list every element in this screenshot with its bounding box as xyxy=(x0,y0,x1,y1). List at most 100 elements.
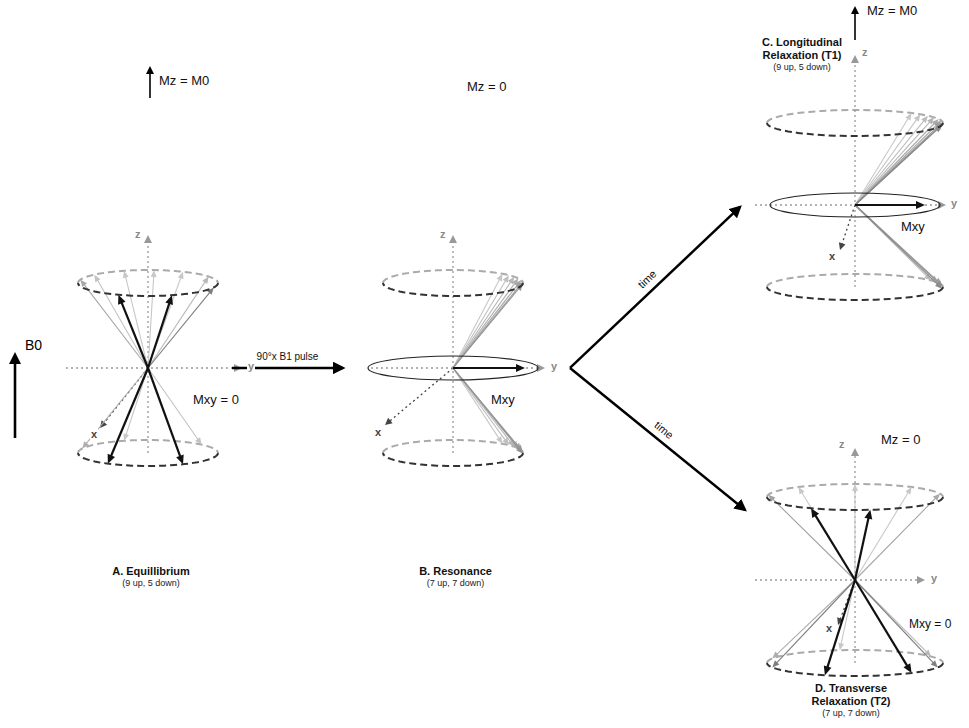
arrow-head xyxy=(921,116,928,123)
axis-label: x xyxy=(825,622,833,634)
arrow-head xyxy=(864,510,872,520)
z-axis xyxy=(854,61,855,287)
spin-vector xyxy=(776,580,855,663)
arrow-head xyxy=(9,352,21,364)
arrow-head xyxy=(151,270,157,277)
transverse-plane xyxy=(368,356,538,380)
field-arrows xyxy=(9,6,859,438)
panel-region: D. Transverse Relaxation (T2)(7 up, 7 do… xyxy=(745,430,965,725)
spin-cone xyxy=(755,448,943,676)
mz-arrow xyxy=(854,12,856,40)
spin-count: (9 up, 5 down) xyxy=(750,62,854,74)
vector-label: Mxy = 0 xyxy=(192,393,240,407)
cone-rim-front xyxy=(383,283,523,296)
arrow-head xyxy=(839,242,846,250)
y-axis xyxy=(755,204,940,205)
axis-label: y xyxy=(950,197,958,209)
spin-count: (7 up, 7 down) xyxy=(795,708,907,720)
process-arrow xyxy=(232,367,343,370)
cone-rim-front xyxy=(78,283,218,296)
arrow-head xyxy=(851,6,859,14)
arrow-head xyxy=(851,448,859,456)
arrow-head xyxy=(924,649,931,656)
arrow-head xyxy=(497,274,503,282)
arrow-head xyxy=(935,282,942,289)
arrow-head xyxy=(146,66,154,74)
axis-label: x xyxy=(828,250,836,262)
arrow-head xyxy=(449,235,457,243)
vector-label: Mz = M0 xyxy=(866,4,918,18)
arrow-head xyxy=(903,663,911,673)
cone-rim-front xyxy=(767,663,943,676)
spin-vector xyxy=(855,119,917,205)
spin-vector xyxy=(148,277,181,368)
spin-vector xyxy=(453,281,511,368)
mxy-vector xyxy=(855,204,918,206)
arrow-head xyxy=(917,576,925,584)
panel-region: A. Equillibrium(9 up, 5 down) xyxy=(72,60,232,605)
spin-count: (9 up, 5 down) xyxy=(72,578,230,590)
arrow-head xyxy=(178,272,184,280)
b0-arrow xyxy=(14,362,17,438)
panel-caption: C. Longitudinal Relaxation (T1)(9 up, 5 … xyxy=(750,36,854,74)
axis-label: x xyxy=(90,428,98,440)
arrow-head xyxy=(516,364,525,372)
arrow-head xyxy=(938,201,946,209)
spin-vector xyxy=(148,302,170,368)
arrow-head xyxy=(916,201,925,209)
spin-vector xyxy=(148,292,210,368)
axis-label: z xyxy=(439,228,447,240)
arrow-head xyxy=(927,117,934,124)
arrow-head xyxy=(195,437,201,444)
spin-vector xyxy=(815,514,855,580)
arrow-head xyxy=(851,55,859,63)
arrow-head xyxy=(118,295,125,305)
vector-label: Mz = 0 xyxy=(880,433,921,447)
axis-label: x xyxy=(374,426,382,438)
arrow-label: time xyxy=(651,418,678,443)
vector-label: Mz = M0 xyxy=(158,74,210,88)
axis-label: y xyxy=(550,360,558,372)
spin-vector xyxy=(111,368,148,457)
x-axis xyxy=(389,368,453,421)
arrow-head xyxy=(852,484,858,491)
spin-vector xyxy=(855,580,934,663)
cone-rim-front xyxy=(767,497,943,510)
arrow-label: 90°x B1 pulse xyxy=(255,350,321,361)
cone-rim-front xyxy=(767,123,943,136)
arrow-head xyxy=(108,454,115,464)
spin-vector xyxy=(148,368,198,440)
panel-title: D. Transverse Relaxation (T2) xyxy=(795,682,907,708)
mz-arrow xyxy=(149,72,151,98)
arrow-head xyxy=(914,114,921,121)
axis-label: y xyxy=(247,360,255,372)
spin-vector xyxy=(121,301,148,368)
panel-region: B. Resonance(7 up, 7 down) xyxy=(343,60,570,605)
panel-title: A. Equillibrium xyxy=(72,565,230,578)
arrow-head xyxy=(165,295,173,305)
panel-title: B. Resonance xyxy=(343,565,568,578)
process-arrow xyxy=(570,207,740,368)
transverse-plane xyxy=(770,193,940,217)
spin-vector xyxy=(148,368,181,457)
arrow-head xyxy=(144,235,152,243)
panel-region: C. Longitudinal Relaxation (T1)(9 up, 5 … xyxy=(740,0,965,330)
panel-title: C. Longitudinal Relaxation (T1) xyxy=(750,36,854,62)
arrow-head xyxy=(905,487,911,495)
spin-vector xyxy=(855,121,930,205)
axis-label: z xyxy=(134,228,142,240)
panel-caption: D. Transverse Relaxation (T2)(7 up, 7 do… xyxy=(795,682,907,720)
spin-vector xyxy=(855,492,909,580)
arrow-head xyxy=(772,660,779,667)
arrow-head xyxy=(123,433,129,441)
axis-label: z xyxy=(838,438,846,450)
arrow-head xyxy=(80,280,87,287)
arrow-head xyxy=(838,643,844,650)
cone-rim-front xyxy=(78,453,218,466)
spin-vector xyxy=(854,490,855,580)
spin-cone xyxy=(755,55,946,300)
spin-cone xyxy=(368,235,545,466)
